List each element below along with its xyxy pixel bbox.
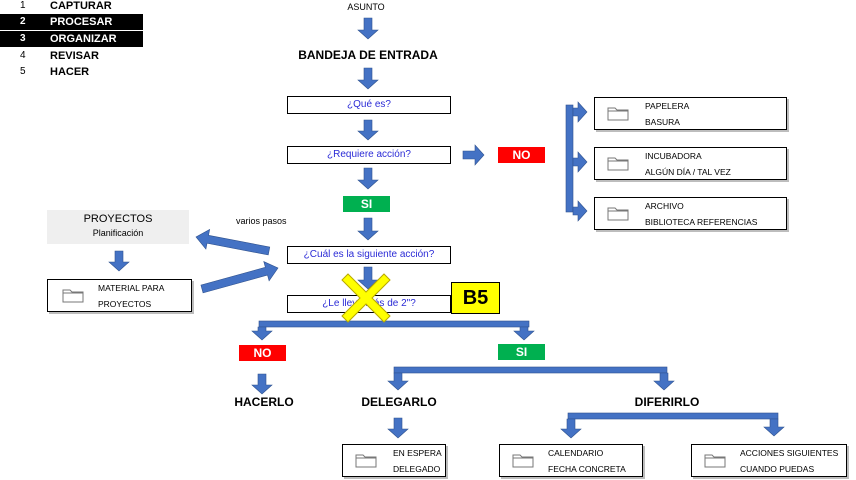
- tag-no-dos-minutos: NO: [239, 345, 286, 361]
- branch-bar-main: [258, 320, 530, 328]
- tag-si-dos-minutos: SI: [498, 344, 545, 360]
- folder-line-1: INCUBADORA: [645, 151, 702, 161]
- question-que-es: ¿Qué es?: [287, 96, 451, 114]
- arrow-si-diferirlo: [653, 372, 675, 391]
- proyectos-subtitle: Planificación: [92, 228, 144, 238]
- branch-bar-diferir: [567, 412, 779, 420]
- tag-no-requiere: NO: [498, 147, 545, 163]
- bandeja-title: BANDEJA DE ENTRADA: [298, 48, 438, 62]
- folder-box-material: MATERIAL PARA PROYECTOS: [47, 279, 192, 312]
- arrow-requiere-no: [462, 144, 485, 166]
- arrow-bandeja-que-es: [357, 67, 379, 90]
- folder-line-1: EN ESPERA: [393, 448, 442, 458]
- step-label: REVISAR: [50, 50, 99, 62]
- arrow-proyectos-material: [108, 250, 130, 272]
- proyectos-title: PROYECTOS: [83, 213, 153, 225]
- bracket-vertical: [565, 104, 574, 213]
- folder-box-archivo: ARCHIVO BIBLIOTECA REFERENCIAS: [594, 197, 787, 230]
- folder-icon: [62, 289, 84, 303]
- folder-line-2: FECHA CONCRETA: [548, 464, 626, 474]
- folder-line-1: ACCIONES SIGUIENTES: [740, 448, 839, 458]
- step-label: PROCESAR: [50, 16, 113, 28]
- outcome-diferirlo: DIFERIRLO: [634, 395, 700, 409]
- arrow-to-calendario: [560, 418, 582, 439]
- asunto-label: ASUNTO: [347, 2, 385, 12]
- arrow-to-archivo: [572, 200, 588, 222]
- outcome-delegarlo: DELEGARLO: [361, 395, 437, 409]
- folder-line-2: ALGÚN DÍA / TAL VEZ: [645, 167, 731, 177]
- question-siguiente-accion: ¿Cuál es la siguiente acción?: [287, 246, 451, 264]
- step-number: 5: [20, 66, 26, 77]
- step-procesar: 2 PROCESAR: [0, 14, 143, 30]
- step-label: HACER: [50, 66, 90, 78]
- step-number: 4: [20, 50, 26, 61]
- tag-si-requiere: SI: [343, 196, 390, 212]
- folder-line-1: CALENDARIO: [548, 448, 604, 458]
- step-label: ORGANIZAR: [50, 33, 117, 45]
- arrow-si-delegarlo: [387, 372, 409, 391]
- arrow-asunto-bandeja: [357, 17, 379, 40]
- arrow-material-to-siguiente: [200, 261, 279, 294]
- question-requiere-accion: ¿Requiere acción?: [287, 146, 451, 164]
- folder-line-2: BIBLIOTECA REFERENCIAS: [645, 217, 758, 227]
- folder-line-1: PAPELERA: [645, 101, 690, 111]
- step-number: 3: [20, 33, 26, 44]
- step-label: CAPTURAR: [50, 0, 112, 12]
- folder-box-papelera: PAPELERA BASURA: [594, 97, 787, 130]
- folder-box-espera: EN ESPERA DELEGADO: [342, 444, 446, 477]
- folder-box-incubadora: INCUBADORA ALGÚN DÍA / TAL VEZ: [594, 147, 787, 180]
- arrow-requiere-si: [357, 167, 379, 190]
- folder-line-1: MATERIAL PARA: [98, 283, 165, 293]
- arrow-si-siguiente: [357, 217, 379, 241]
- arrow-to-si: [513, 326, 535, 341]
- folder-line-2: CUANDO PUEDAS: [740, 464, 815, 474]
- b5-badge: B5: [451, 282, 500, 314]
- folder-line-2: PROYECTOS: [98, 299, 152, 309]
- arrow-delegarlo-espera: [387, 417, 409, 439]
- outcome-hacerlo: HACERLO: [234, 395, 294, 409]
- proyectos-box: PROYECTOS Planificación: [47, 210, 189, 244]
- folder-icon: [607, 107, 629, 121]
- varios-pasos-label: varios pasos: [236, 216, 287, 226]
- arrow-to-papelera: [572, 101, 588, 123]
- folder-box-calendario: CALENDARIO FECHA CONCRETA: [499, 444, 643, 477]
- folder-icon: [704, 454, 726, 468]
- arrow-no-hacerlo: [251, 373, 273, 395]
- cross-mark-icon: [341, 273, 391, 323]
- step-number: 2: [20, 16, 26, 27]
- branch-bar-si: [393, 366, 668, 374]
- folder-icon: [607, 157, 629, 171]
- step-number: 1: [20, 0, 26, 11]
- folder-icon: [607, 207, 629, 221]
- arrow-to-no: [251, 326, 273, 341]
- folder-line-2: BASURA: [645, 117, 680, 127]
- step-organizar: 3 ORGANIZAR: [0, 31, 143, 47]
- folder-line-1: ARCHIVO: [645, 201, 684, 211]
- arrow-to-incubadora: [572, 151, 588, 173]
- arrow-que-es-requiere: [357, 119, 379, 141]
- folder-icon: [512, 454, 534, 468]
- arrow-to-acciones: [763, 418, 785, 437]
- folder-icon: [355, 454, 377, 468]
- folder-line-2: DELEGADO: [393, 464, 441, 474]
- folder-box-acciones: ACCIONES SIGUIENTES CUANDO PUEDAS: [691, 444, 847, 477]
- arrow-to-proyectos: [195, 228, 271, 256]
